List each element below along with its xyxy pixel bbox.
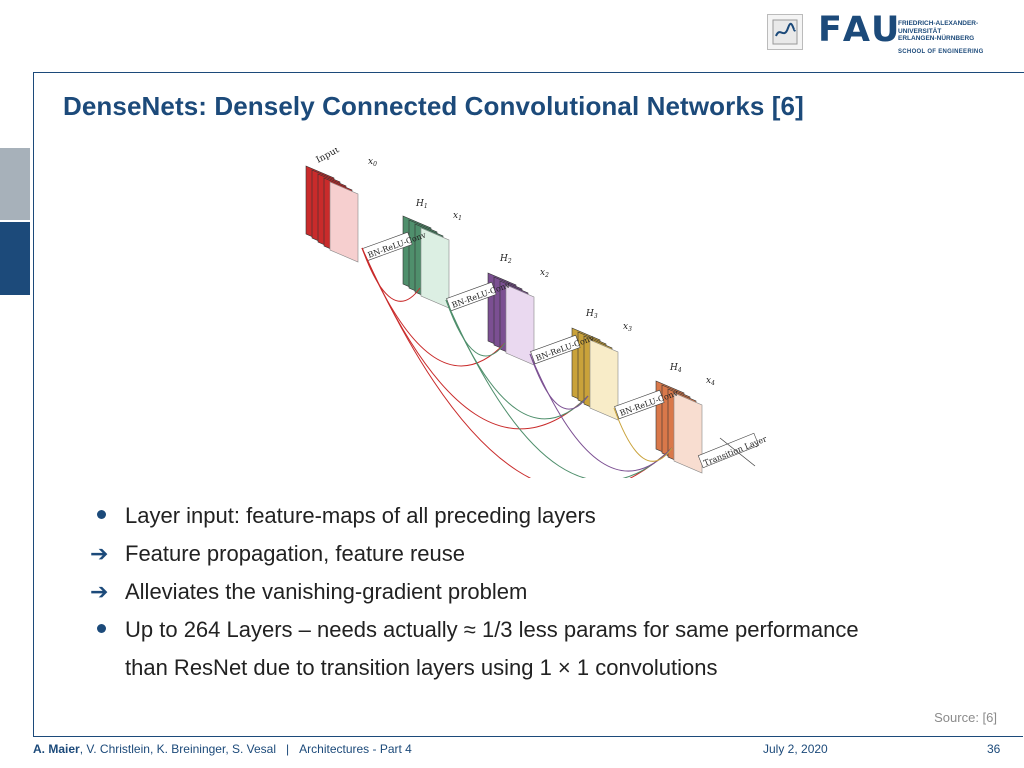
- sidebar-marker-grey: [0, 148, 30, 220]
- x-label: x1: [453, 211, 462, 222]
- bullet-text: Alleviates the vanishing-gradient proble…: [125, 579, 528, 604]
- bullet-dot-icon: [97, 510, 106, 519]
- dense-connection: [361, 247, 421, 302]
- x-label: x2: [540, 268, 549, 279]
- conv-box: [614, 389, 665, 420]
- bullet-list: Layer input: feature-maps of all precedi…: [90, 497, 1010, 687]
- fau-letter: F: [818, 10, 843, 50]
- page-number: 36: [987, 742, 1001, 756]
- school-name: SCHOOL OF ENGINEERING: [898, 49, 984, 55]
- h-label: H2: [499, 254, 512, 265]
- bullet-item: ➔ Feature propagation, feature reuse: [90, 535, 1010, 573]
- fau-letter: U: [871, 10, 901, 50]
- feature-map-input: [329, 181, 359, 263]
- bullet-text: Up to 264 Layers – needs actually ≈ 1/3 …: [125, 617, 859, 642]
- dense-connection: [529, 353, 673, 472]
- bullet-text: Layer input: feature-maps of all precedi…: [125, 503, 596, 528]
- bullet-item: Layer input: feature-maps of all precedi…: [90, 497, 1010, 535]
- university-line: FRIEDRICH-ALEXANDER-: [898, 20, 979, 27]
- dense-connection: [445, 299, 673, 478]
- faculty-logo-icon: [767, 14, 803, 50]
- feature-map-stage: [673, 392, 703, 474]
- bullet-dot-icon: [97, 624, 106, 633]
- bullet-text: Feature propagation, feature reuse: [125, 541, 466, 566]
- dense-connection: [529, 353, 589, 410]
- sidebar-marker-blue: [0, 222, 30, 295]
- conv-box: [446, 281, 497, 312]
- transition-arrow: [719, 437, 756, 467]
- conv-box: [530, 334, 581, 365]
- slide-frame: [33, 72, 1024, 737]
- footer-author-main: A. Maier: [33, 742, 80, 756]
- university-line: ERLANGEN-NÜRNBERG: [898, 35, 975, 42]
- transition-box: [697, 432, 760, 469]
- university-name: FRIEDRICH-ALEXANDER- UNIVERSITÄT ERLANGE…: [898, 20, 978, 43]
- feature-map-stage: [505, 284, 535, 366]
- fau-logo: FAU: [818, 12, 900, 48]
- bullet-item: Up to 264 Layers – needs actually ≈ 1/3 …: [90, 611, 1010, 649]
- h-label: H1: [415, 199, 428, 210]
- footer-date: July 2, 2020: [763, 742, 828, 756]
- arrow-right-icon: ➔: [90, 541, 109, 566]
- bullet-item: ➔ Alleviates the vanishing-gradient prob…: [90, 573, 1010, 611]
- footer-separator: |: [286, 742, 290, 756]
- feature-map-stage: [420, 227, 450, 309]
- h-label: H4: [669, 363, 682, 374]
- bullet-continuation: than ResNet due to transition layers usi…: [125, 655, 718, 680]
- dense-connection: [361, 247, 673, 478]
- source-note: Source: [6]: [934, 710, 997, 725]
- x-label: x4: [706, 376, 715, 387]
- university-line: UNIVERSITÄT: [898, 27, 942, 35]
- dense-connection: [613, 407, 673, 462]
- footer-rule: [33, 736, 1023, 737]
- fau-letter: A: [842, 10, 872, 50]
- h-label: H3: [585, 309, 598, 320]
- feature-map-stage: [589, 339, 619, 421]
- slide-title: DenseNets: Densely Connected Convolution…: [63, 91, 804, 121]
- x-label: x3: [623, 322, 632, 333]
- arrow-right-icon: ➔: [90, 579, 109, 604]
- footer-lecture: Architectures - Part 4: [299, 742, 412, 756]
- x0-label: x0: [368, 157, 377, 168]
- dense-connection: [445, 299, 506, 357]
- input-label: Input: [315, 148, 342, 166]
- footer-author-rest: , V. Christlein, K. Breininger, S. Vesal: [79, 742, 277, 756]
- footer-authors: A. Maier, V. Christlein, K. Breininger, …: [33, 742, 412, 756]
